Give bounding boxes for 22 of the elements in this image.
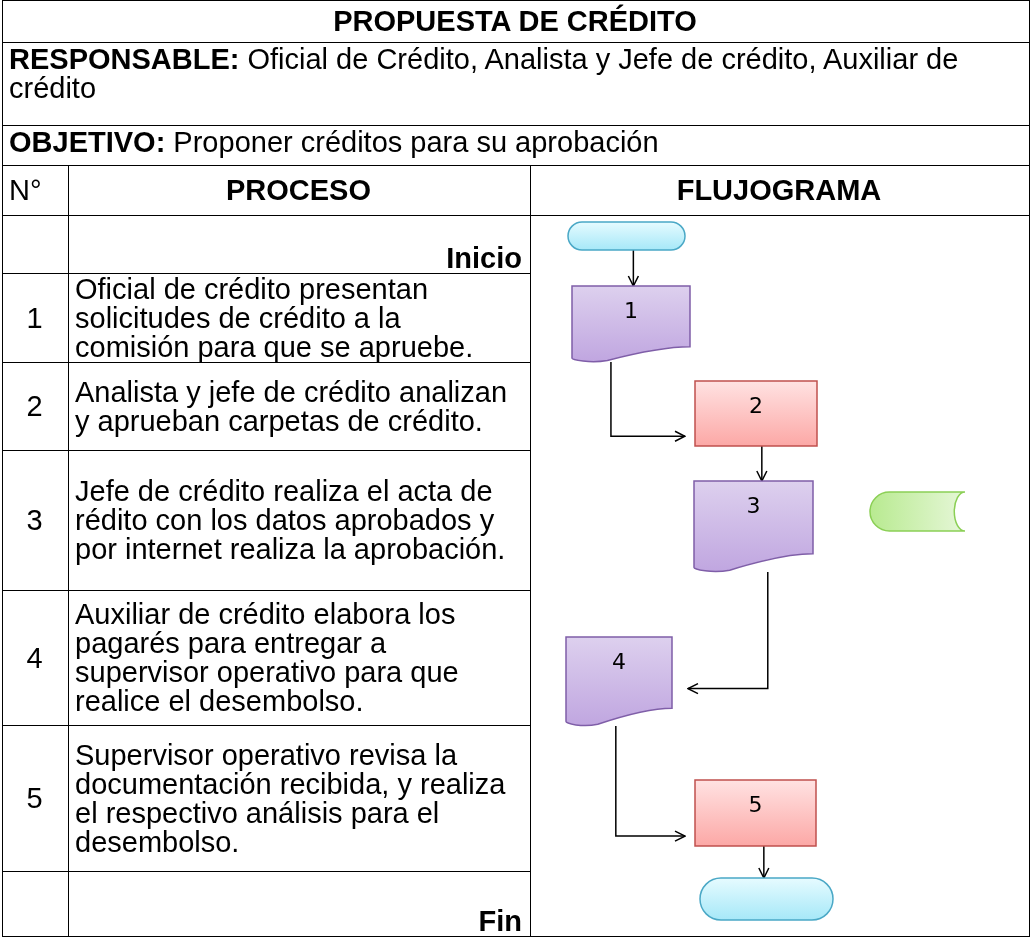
step-number: 4 — [611, 649, 627, 674]
arrow — [756, 445, 768, 482]
step-number: 2 — [748, 393, 764, 418]
stored-data-shape — [870, 492, 965, 531]
info-cell: RESPONSABLE: Oficial de Crédito, Analista y Jefe de crédito, Auxiliar de crédito — [2, 42, 1030, 126]
document-shape — [566, 637, 672, 726]
step-number: 5 — [747, 792, 764, 817]
terminator-shape — [700, 878, 833, 920]
arrow — [627, 249, 640, 287]
arrow — [615, 725, 686, 842]
step-number: 3 — [745, 493, 762, 518]
document-shape — [572, 286, 690, 362]
info-cell: OBJETIVO: Proponer créditos para su aprobación — [2, 125, 1030, 166]
arrow — [687, 571, 769, 695]
terminator-shape — [568, 222, 685, 250]
document-shape — [694, 481, 813, 572]
process-box — [695, 381, 817, 446]
arrow — [758, 845, 770, 879]
title-cell: PROPUESTA DE CRÉDITO — [2, 0, 1030, 43]
arrow — [610, 361, 686, 442]
process-box — [695, 780, 816, 846]
step-number: 1 — [623, 298, 639, 323]
